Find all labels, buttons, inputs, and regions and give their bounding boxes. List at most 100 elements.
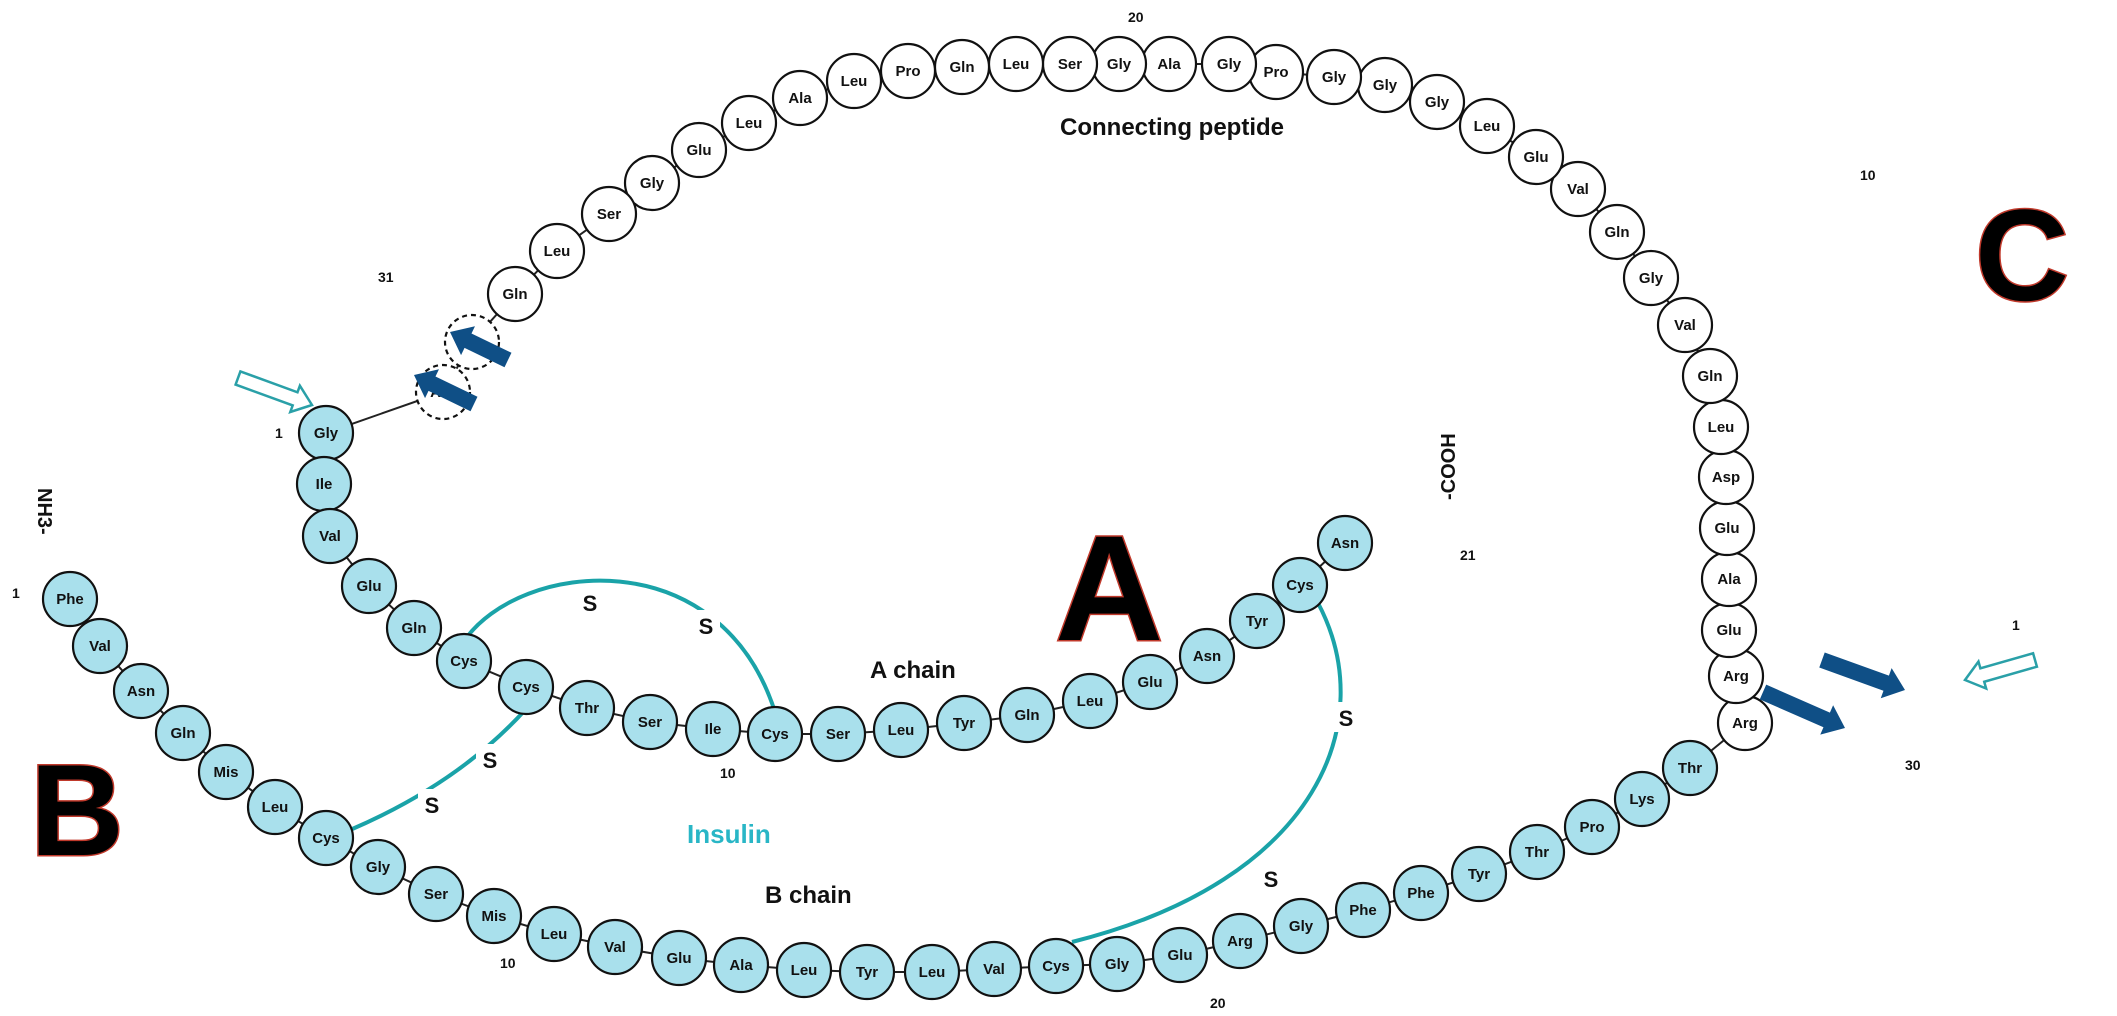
sulfur-atom: S <box>699 614 714 639</box>
c-peptide-number-20: 20 <box>1128 9 1144 25</box>
b-chain-residue-label: Asn <box>127 683 155 700</box>
c-peptide-residue: Leu <box>722 96 776 150</box>
c-peptide-residue: Gly <box>1624 251 1678 305</box>
a-chain-backbone <box>324 433 1345 734</box>
b-chain-residue: Ser <box>409 867 463 921</box>
a-chain-residue: Leu <box>1063 674 1117 728</box>
b-chain-residue-label: Leu <box>791 962 818 979</box>
a-chain-residue-label: Ser <box>826 726 850 743</box>
b-chain-residue-label: Ser <box>424 886 448 903</box>
b-chain-residue-label: Val <box>983 961 1005 978</box>
c-peptide-residue-label: Leu <box>544 243 571 260</box>
a-chain-residue-label: Leu <box>888 722 915 739</box>
b-chain-residue-label: Pro <box>1579 819 1604 836</box>
a-chain-residue: Tyr <box>1230 594 1284 648</box>
c-peptide-residue: Ala <box>773 71 827 125</box>
c-peptide-residue: Gln <box>1683 349 1737 403</box>
b-chain-residue: Mis <box>199 745 253 799</box>
a-chain-residue-label: Asn <box>1193 648 1221 665</box>
b-chain-residue-label: Phe <box>56 591 84 608</box>
b-chain-residue-label: Glu <box>1168 947 1193 964</box>
b-chain-number-20: 20 <box>1210 995 1226 1011</box>
c-peptide-residue-label: Leu <box>736 115 763 132</box>
a-chain-residue-label: Leu <box>1077 693 1104 710</box>
b-chain-residue-label: Thr <box>1525 844 1549 861</box>
a-chain-residue: Thr <box>560 681 614 735</box>
b-chain-residue: Gln <box>156 706 210 760</box>
c-peptide-residue-label: Leu <box>1708 419 1735 436</box>
b-chain-number-10: 10 <box>500 955 516 971</box>
a-chain-residue: Leu <box>874 703 928 757</box>
sulfur-atom: S <box>1339 706 1354 731</box>
b-chain-residue-label: Cys <box>312 830 340 847</box>
c-peptide-residue: Ala <box>1702 552 1756 606</box>
a-chain-residue-label: Ile <box>316 476 333 493</box>
a-chain-residue: Ser <box>811 707 865 761</box>
a-chain-residue-label: Gln <box>402 620 427 637</box>
b-chain-residue-label: Gly <box>1105 956 1130 973</box>
b-chain-residue: Leu <box>905 945 959 999</box>
a-chain-residue-label: Cys <box>761 726 789 743</box>
c-peptide-residue: Leu <box>530 224 584 278</box>
b-chain-label: B chain <box>765 882 852 909</box>
c-peptide-residue-label: Gly <box>1217 56 1242 73</box>
c-peptide-residue: Pro <box>881 44 935 98</box>
b-chain-residue: Leu <box>527 907 581 961</box>
c-peptide-residue-label: Gly <box>1322 69 1347 86</box>
c-peptide-residue: Gln <box>935 40 989 94</box>
b-chain-residue: Cys <box>299 811 353 865</box>
c-peptide-residue-label: Arg <box>1723 668 1749 685</box>
c-peptide-residue: Asp <box>1699 450 1753 504</box>
a-chain-residue-label: Cys <box>512 679 540 696</box>
c-peptide-residue: Gly <box>1202 37 1256 91</box>
b-chain-number-30: 30 <box>1905 757 1921 773</box>
b-chain-residue-label: Ala <box>729 957 753 974</box>
b-chain-residue: Phe <box>43 572 97 626</box>
a-chain-residue: Gln <box>1000 688 1054 742</box>
c-peptide-residue: Leu <box>1694 400 1748 454</box>
c-peptide-residue: Arg <box>1718 696 1772 750</box>
a-chain-number-10: 10 <box>720 765 736 781</box>
cleavage-arrow-open-left <box>233 365 317 418</box>
a-chain-residue: Glu <box>342 559 396 613</box>
c-peptide-residue: Gln <box>488 267 542 321</box>
a-chain-residue-label: Glu <box>1138 674 1163 691</box>
b-chain-residue: Leu <box>777 943 831 997</box>
b-chain-number-1: 1 <box>12 585 20 601</box>
a-chain-residue-label: Gly <box>314 425 339 442</box>
c-peptide-residue-label: Gly <box>640 175 665 192</box>
a-chain-residue-label: Cys <box>1286 577 1314 594</box>
b-chain-residue-label: Gln <box>171 725 196 742</box>
letter-b: B <box>30 737 124 883</box>
c-peptide-residue-label: Gln <box>950 59 975 76</box>
c-peptide-residue-label: Glu <box>1717 622 1742 639</box>
insulin-label: Insulin <box>687 819 771 849</box>
b-chain-residue-label: Mis <box>481 908 506 925</box>
b-chain-residue-label: Tyr <box>856 964 878 981</box>
b-chain-residue-label: Gly <box>366 859 391 876</box>
letter-c: C <box>1975 182 2069 328</box>
connecting-peptide-label: Connecting peptide <box>1060 114 1284 141</box>
residue-group: ArgArgGluAlaGluAspLeuGlnValGlyGlnValGluL… <box>43 37 1772 999</box>
c-peptide-residue-label: Gln <box>1605 224 1630 241</box>
sulfur-atom: S <box>425 793 440 818</box>
b-chain-residue-label: Mis <box>213 764 238 781</box>
b-chain-residue: Cys <box>1029 939 1083 993</box>
b-chain-residue: Glu <box>652 931 706 985</box>
c-peptide-residue: Val <box>1658 298 1712 352</box>
c-peptide-residue-label: Val <box>1674 317 1696 334</box>
c-peptide-residue: Gly <box>1092 37 1146 91</box>
a-chain-residue: Asn <box>1180 629 1234 683</box>
c-peptide-residue-label: Glu <box>1524 149 1549 166</box>
b-chain-residue: Tyr <box>840 945 894 999</box>
c-peptide-residue-label: Glu <box>687 142 712 159</box>
b-chain-residue-label: Tyr <box>1468 866 1490 883</box>
c-peptide-residue: Glu <box>1700 501 1754 555</box>
a-chain-number-21: 21 <box>1460 547 1476 563</box>
a-chain-residue: Tyr <box>937 696 991 750</box>
c-peptide-residue: Ser <box>1043 37 1097 91</box>
cooh-terminus: -COOH <box>1438 433 1460 500</box>
c-peptide-residue-label: Arg <box>1732 715 1758 732</box>
a-chain-residue-label: Tyr <box>1246 613 1268 630</box>
